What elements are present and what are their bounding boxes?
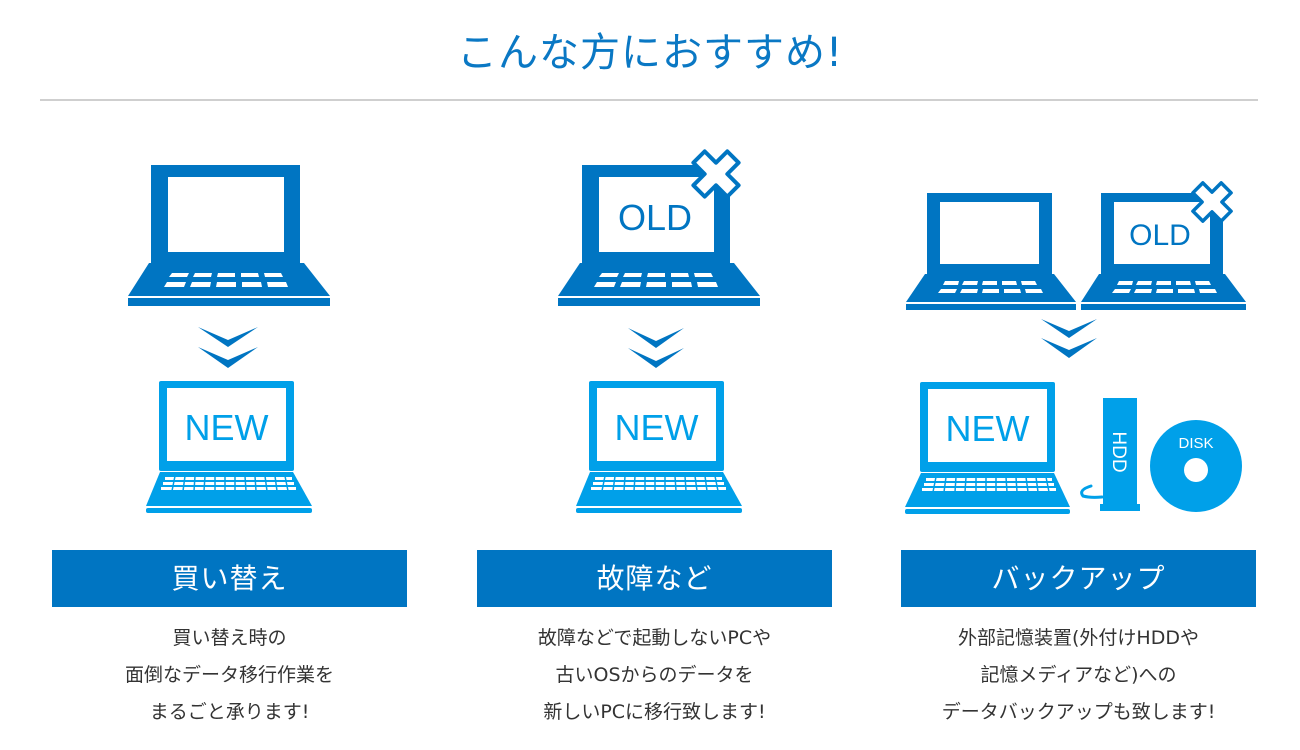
x-mark-icon	[1191, 181, 1233, 223]
description-line: 記憶メディアなど)への	[980, 664, 1177, 686]
old-screen-label: OLD	[1129, 219, 1191, 252]
laptop-new-icon: NEW	[576, 381, 742, 513]
description-line: まるごと承ります!	[149, 701, 310, 723]
category-band-replacement: 買い替え	[52, 550, 407, 607]
disk-icon: DISK	[1150, 420, 1242, 512]
description-line: 面倒なデータ移行作業を	[124, 664, 334, 686]
double-chevron-down-icon	[628, 328, 684, 368]
description-line: 古いOSからのデータを	[555, 664, 754, 686]
title-divider	[40, 99, 1258, 101]
description-line: 買い替え時の	[172, 627, 287, 649]
hdd-label: HDD	[1108, 431, 1129, 472]
laptop-new-icon: NEW	[146, 381, 312, 513]
laptop-new-icon: NEW	[905, 382, 1070, 514]
x-mark-icon	[691, 149, 741, 199]
category-band-failure: 故障など	[477, 550, 832, 607]
laptop-old-broken-icon: OLD	[1081, 181, 1246, 310]
description-failure: 故障などで起動しないPCや 古いOSからのデータを 新しいPCに移行致します!	[477, 620, 832, 731]
laptop-icon	[906, 193, 1076, 310]
description-line: 外部記憶装置(外付けHDDや	[958, 627, 1199, 649]
new-screen-label: NEW	[946, 408, 1030, 449]
description-line: 故障などで起動しないPCや	[537, 627, 772, 649]
double-chevron-down-icon	[1041, 319, 1097, 358]
cable-icon	[1080, 484, 1104, 499]
old-screen-label: OLD	[618, 197, 692, 238]
hdd-icon: HDD	[1100, 398, 1140, 511]
description-line: 新しいPCに移行致します!	[543, 701, 766, 723]
illustrations: NEW OLD	[128, 149, 1246, 514]
double-chevron-down-icon	[198, 327, 258, 368]
new-screen-label: NEW	[615, 407, 699, 448]
category-band-backup: バックアップ	[901, 550, 1256, 607]
description-backup: 外部記憶装置(外付けHDDや 記憶メディアなど)への データバックアップも致しま…	[901, 620, 1256, 731]
laptop-icon	[128, 165, 330, 306]
description-replacement: 買い替え時の 面倒なデータ移行作業を まるごと承ります!	[52, 620, 407, 731]
new-screen-label: NEW	[185, 407, 269, 448]
description-line: データバックアップも致します!	[941, 701, 1216, 723]
disk-label: DISK	[1178, 435, 1213, 452]
laptop-old-broken-icon: OLD	[558, 149, 760, 306]
page-title: こんな方におすすめ!	[456, 30, 844, 76]
